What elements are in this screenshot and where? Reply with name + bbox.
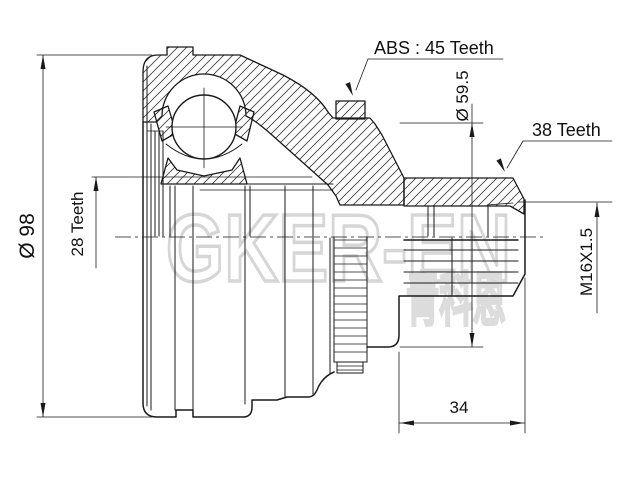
stub-wall-hatch [403, 177, 525, 215]
dim-shaft-spline: 38 Teeth [496, 120, 613, 172]
dim-outer-diameter: Ø 98 [16, 54, 153, 418]
abs-ring-teeth [333, 236, 368, 374]
stub-length-label: 34 [450, 398, 469, 417]
inner-race-stem [167, 183, 334, 237]
cage-arc [165, 143, 243, 160]
bell-wall-hatch [142, 46, 405, 206]
abs-ring-section [335, 100, 366, 120]
output-shaft [366, 199, 526, 348]
watermark: GKER-EN 青科恩 [164, 193, 513, 334]
inner-spline-label: 28 Teeth [68, 192, 87, 257]
watermark-latin: GKER-EN [166, 195, 511, 302]
watermark-cjk: 青科恩 [406, 268, 506, 333]
dim-abs-ring: ABS : 45 Teeth [345, 38, 504, 96]
dim-inner-spline: 28 Teeth [68, 176, 313, 269]
dim-stub-length: 34 [398, 277, 526, 434]
thread-label: M16X1.5 [577, 228, 596, 296]
abs-ring-label: ABS : 45 Teeth [374, 38, 494, 58]
bell-housing-view [142, 121, 335, 418]
hub-diameter-label: Ø 59.5 [453, 70, 472, 121]
dim-hub-diameter: Ø 59.5 [399, 70, 484, 348]
ball-bearing [165, 87, 243, 169]
shaft-spline-label: 38 Teeth [532, 120, 601, 140]
dim-thread: M16X1.5 [517, 201, 613, 314]
outer-diameter-label: Ø 98 [16, 213, 39, 259]
boot-groove-rim [146, 65, 164, 407]
